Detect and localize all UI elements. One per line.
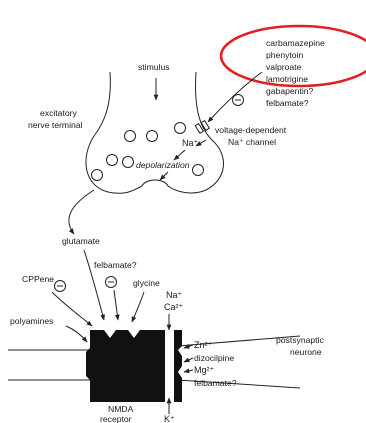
nerve-terminal-label: nerve terminal (28, 120, 83, 130)
drug-list: carbamazepine phenytoin valproate lamotr… (266, 38, 325, 108)
vesicle (147, 131, 158, 142)
vd-channel-label: voltage-dependent (215, 125, 287, 135)
drug-item: lamotrigine (266, 74, 308, 84)
vd-channel-label-2: Na⁺ channel (228, 137, 276, 147)
felbamate-receptor-arrow (114, 290, 118, 320)
receptor-label: receptor (100, 414, 132, 423)
postsynaptic-label: postsynaptic (276, 335, 324, 345)
drug-item: gabapentin? (266, 86, 314, 96)
sodium-ion-label: Na⁺ (182, 138, 199, 148)
glycine-arrow (132, 292, 144, 322)
dizocilpine-label: dizocilpine (194, 353, 234, 363)
polyamines-label: polyamines (10, 316, 53, 326)
glutamate-label: glutamate (62, 236, 100, 246)
nmda-receptor (86, 330, 165, 402)
vesicle (175, 123, 186, 134)
felbamate-channel-label: felbamate? (194, 378, 237, 388)
sodium-influx-arrow (174, 150, 185, 160)
drug-item: carbamazepine (266, 38, 325, 48)
magnesium-arrow (184, 370, 193, 372)
drug-item: phenytoin (266, 50, 303, 60)
glutamate-release-arrow (69, 190, 94, 234)
cppene-label: CPPene (22, 274, 54, 284)
drug-item: felbamate? (266, 98, 309, 108)
drug-item: valproate (266, 62, 302, 72)
vesicle (123, 157, 134, 168)
vesicle (125, 131, 136, 142)
glycine-label: glycine (133, 278, 160, 288)
sodium-label: Na⁺ (166, 290, 183, 300)
vesicle (92, 170, 103, 181)
neurone-label: neurone (290, 347, 322, 357)
potassium-label: K⁺ (164, 414, 175, 423)
cppene-arrow (52, 292, 92, 326)
vesicle (107, 155, 118, 166)
nmda-label: NMDA (108, 404, 134, 414)
depolarization-arrow (160, 172, 168, 180)
vesicle (193, 165, 204, 176)
excitatory-label: excitatory (40, 108, 77, 118)
depolarization-label: depolarization (136, 160, 190, 170)
magnesium-label: Mg²⁺ (194, 365, 214, 375)
zinc-label: Zn²⁺ (194, 340, 213, 350)
nerve-terminal-outline (86, 72, 224, 193)
dizocilpine-arrow (184, 358, 193, 362)
stimulus-label: stimulus (138, 62, 170, 72)
nmda-channel-wall (174, 330, 182, 402)
polyamines-arrow (66, 326, 87, 342)
synaptic-vesicles (92, 123, 204, 181)
calcium-label: Ca²⁺ (164, 302, 184, 312)
felbamate-receptor-label: felbamate? (94, 260, 137, 270)
